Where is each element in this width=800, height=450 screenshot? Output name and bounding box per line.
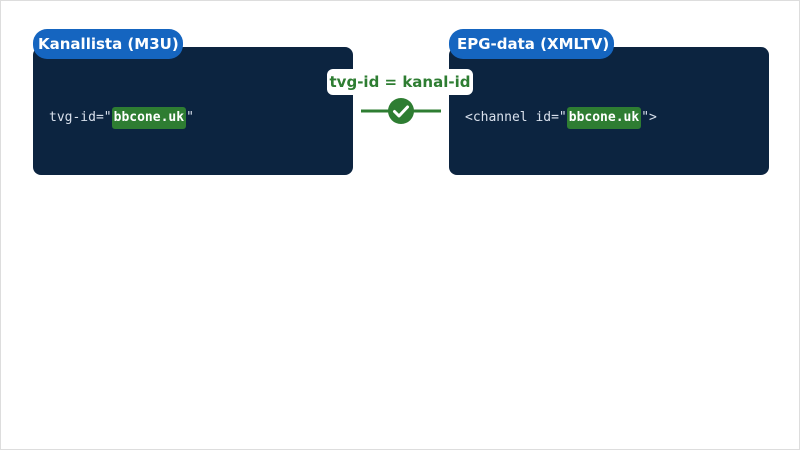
m3u-code-line: tvg-id="bbcone.uk" bbox=[49, 107, 194, 129]
xmltv-panel: <channel id="bbcone.uk"> bbox=[449, 47, 769, 175]
match-connector bbox=[361, 98, 441, 124]
xmltv-highlight-id: bbcone.uk bbox=[566, 107, 642, 129]
m3u-code-suffix: " bbox=[186, 110, 194, 125]
m3u-panel: tvg-id="bbcone.uk" bbox=[33, 47, 353, 175]
m3u-highlight-id: bbcone.uk bbox=[111, 107, 187, 129]
m3u-code-prefix: tvg-id=" bbox=[49, 110, 112, 125]
xmltv-badge: EPG-data (XMLTV) bbox=[449, 29, 615, 59]
xmltv-code-prefix: <channel id=" bbox=[465, 110, 567, 125]
m3u-badge: Kanallista (M3U) bbox=[33, 29, 183, 59]
xmltv-code-suffix: "> bbox=[641, 110, 657, 125]
check-circle-icon bbox=[388, 98, 414, 124]
xmltv-code-line: <channel id="bbcone.uk"> bbox=[465, 107, 657, 129]
match-label: tvg-id = kanal-id bbox=[327, 69, 473, 95]
